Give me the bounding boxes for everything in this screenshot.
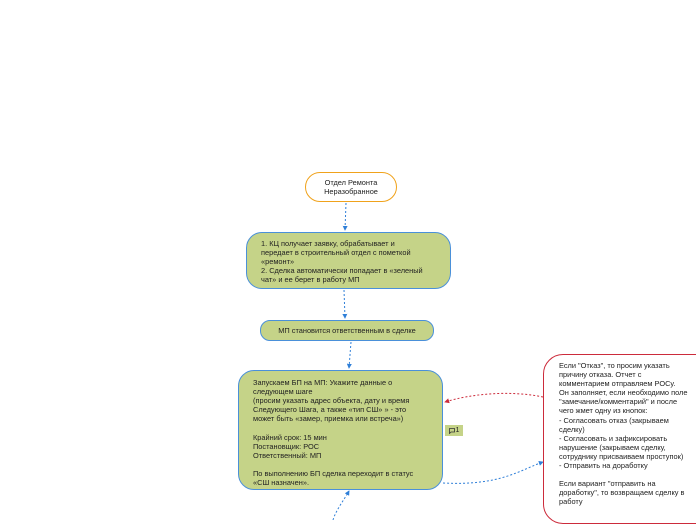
comment-icon [448, 427, 455, 434]
comment-count: 1 [455, 427, 460, 434]
comment-badge[interactable]: 1 [445, 425, 463, 436]
step-node-2[interactable]: МП становится ответственным в сделке [260, 320, 434, 341]
step-node-1[interactable]: 1. КЦ получает заявку, обрабатывает и пе… [246, 232, 451, 289]
step-node-3[interactable]: Запускаем БП на МП: Укажите данные о сле… [238, 370, 443, 490]
link-step3-note [442, 461, 544, 484]
link-step2-step3 [346, 341, 352, 369]
root-node[interactable]: Отдел Ремонта Неразобранное [305, 172, 397, 202]
link-incoming-step3 [332, 490, 350, 520]
link-step1-step2 [342, 289, 348, 319]
refusal-note-node[interactable]: Если "Отказ", то просим указать причину … [543, 354, 696, 524]
link-root-step1 [342, 202, 348, 231]
link-note-step3 [444, 392, 544, 404]
